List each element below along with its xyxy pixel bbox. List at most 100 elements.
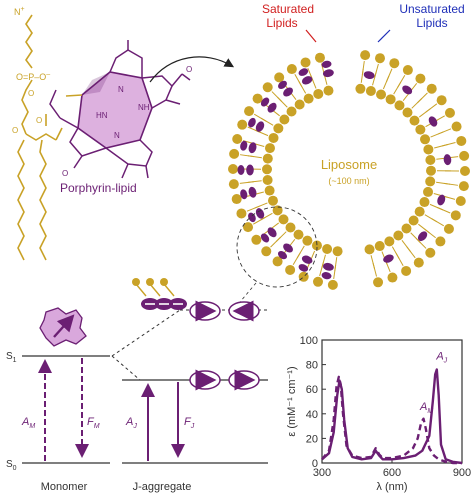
lipid-head (413, 257, 424, 268)
lipid-head (414, 206, 425, 217)
lipid-head (332, 246, 343, 257)
lipid-head (267, 195, 278, 206)
liposome-label: Liposome (321, 157, 377, 172)
porphyrin-unit (255, 208, 265, 219)
lipid-tail (298, 80, 307, 94)
phosphate-text: O=P–O– (16, 71, 50, 82)
porphyrin-unit (383, 254, 394, 263)
monomer-label: Monomer (41, 481, 88, 493)
lipid-tail (424, 214, 438, 223)
lipid-head (228, 163, 239, 174)
a-j-label: AJ (125, 416, 137, 430)
lipid-head (278, 214, 289, 225)
lipid-head (272, 205, 283, 216)
chart-annotation: AJ (435, 351, 447, 365)
lipid-head (364, 244, 375, 255)
antiparallel-dipole-pair-icon (189, 300, 260, 322)
lipid-head (402, 107, 413, 118)
lipid-head (458, 181, 469, 192)
s1-label: S1 (6, 351, 17, 364)
lipid-tail (429, 203, 444, 211)
x-axis-label: λ (nm) (376, 481, 407, 493)
trimethylammonium-text: N+ (14, 6, 25, 17)
porphyrin-unit (363, 71, 375, 80)
lipid-tail (410, 232, 421, 244)
lipid-head (314, 52, 325, 63)
lipid-head (311, 240, 322, 251)
y-tick-label: 100 (300, 335, 318, 347)
lipid-head (322, 244, 333, 255)
porphyrin-unit (255, 121, 265, 132)
lipid-head (285, 264, 296, 275)
lipid-tail (418, 108, 431, 118)
lipid-head (451, 121, 462, 132)
porphyrin-unit (278, 250, 287, 260)
porphyrin-unit (402, 85, 413, 95)
lipid-head (435, 236, 446, 247)
porphyrin-unit (248, 142, 257, 154)
saturated-pointer (305, 29, 317, 43)
upper-split-line (111, 309, 181, 357)
lipid-head (323, 85, 334, 96)
saturated-label-line1: Saturated (262, 2, 314, 16)
j-aggregate-stack-icon (132, 278, 187, 310)
porphyrin-lipid-label: Porphyrin-lipid (60, 181, 137, 195)
porphyrin-unit (301, 76, 313, 85)
lipid-head (313, 276, 324, 287)
lipid-head (373, 277, 384, 288)
lipid-head (374, 53, 385, 64)
porphyrin-unit (283, 243, 293, 253)
porphyrin-unit (301, 255, 313, 264)
lipid-tail (418, 223, 430, 234)
porphyrin-unit (321, 272, 332, 280)
lipid-head (286, 64, 297, 75)
lipid-head (384, 236, 395, 247)
n-bottom-text: N (114, 131, 120, 140)
lipid-tail (259, 212, 273, 221)
porphyrin-unit (298, 264, 309, 272)
lipid-head (374, 241, 385, 252)
lipid-tail-chain (17, 14, 63, 261)
lipid-head (268, 132, 279, 143)
porphyrin-unit (260, 97, 270, 107)
lipid-tail (360, 68, 364, 83)
porphyrin-unit (278, 80, 287, 90)
lipid-head (444, 107, 455, 118)
lipid-tail (260, 117, 274, 126)
lipid-head (393, 230, 404, 241)
lipid-tail (372, 71, 377, 86)
x-tick-label: 300 (313, 467, 331, 479)
lipid-head (459, 150, 470, 161)
porphyrin-unit (437, 194, 446, 206)
lipid-head (425, 176, 436, 187)
zoom-line (239, 282, 257, 303)
lipid-head (425, 165, 436, 176)
x-tick-label: 900 (453, 467, 471, 479)
lipid-head (355, 83, 366, 94)
lipid-tail (247, 180, 262, 183)
monomer-dipole-icon (39, 307, 87, 347)
lipid-head (264, 143, 275, 154)
unsaturated-label-line2: Lipids (416, 16, 447, 30)
lipid-head (387, 272, 398, 283)
y-tick-label: 20 (306, 433, 318, 445)
lipid-head (423, 144, 434, 155)
lipid-tail (334, 257, 338, 272)
a-m-label: AM (21, 416, 35, 430)
lipid-head (261, 246, 272, 257)
chart-series-group (321, 368, 463, 465)
lipid-head (419, 197, 430, 208)
lipid-head (244, 106, 255, 117)
y-tick-label: 0 (312, 458, 318, 470)
lipid-head (436, 95, 447, 106)
lipid-head (385, 94, 396, 105)
lipid-head (286, 106, 297, 117)
ester-o-text: O (36, 116, 42, 125)
lipid-tail (436, 181, 451, 185)
lipid-head (401, 223, 412, 234)
lipid-head (409, 115, 420, 126)
lipid-head (402, 65, 413, 76)
lipid-tail (391, 246, 400, 260)
